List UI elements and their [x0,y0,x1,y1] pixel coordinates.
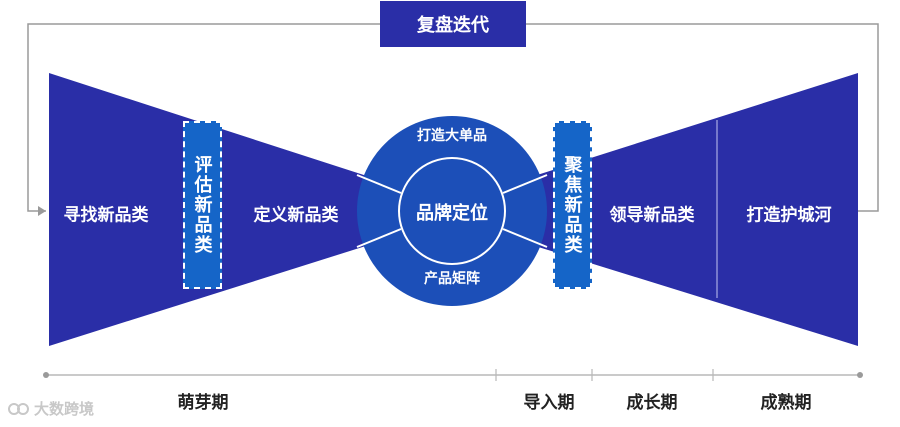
circle-divider-left [356,174,402,194]
loop-line-right [526,23,879,212]
left-evaluate-box: 评估新品类 [183,121,222,289]
timeline-start-dot [43,372,49,378]
right-outer-label: 打造护城河 [746,205,832,225]
core-circle [398,157,506,265]
watermark: 大数跨境 [8,398,94,419]
circle-divider-right [502,174,548,194]
right-inner-label: 领导新品类 [609,205,695,225]
center-top-label: 打造大单品 [417,127,487,143]
iteration-banner: 复盘迭代 [380,1,526,47]
center-core-label: 品牌定位 [416,203,488,223]
right-focus-box: 聚焦新品类 [553,121,592,289]
phase-label: 导入期 [523,393,575,412]
loop-arrowhead [38,206,46,216]
phase-label: 成长期 [626,393,678,412]
left-outer-label: 寻找新品类 [63,205,149,225]
center-bottom-label: 产品矩阵 [424,270,480,286]
brand-logo-icon [8,400,30,418]
phase-label: 成熟期 [760,393,812,412]
right-funnel [490,73,858,346]
circle-divider-right-low [502,228,548,248]
circle-divider-left-low [356,228,402,248]
left-funnel [49,73,410,346]
watermark-text: 大数跨境 [34,401,95,418]
loop-line [27,23,380,212]
left-inner-label: 定义新品类 [253,205,339,225]
timeline-end-dot [857,372,863,378]
phase-label: 萌芽期 [177,393,229,412]
